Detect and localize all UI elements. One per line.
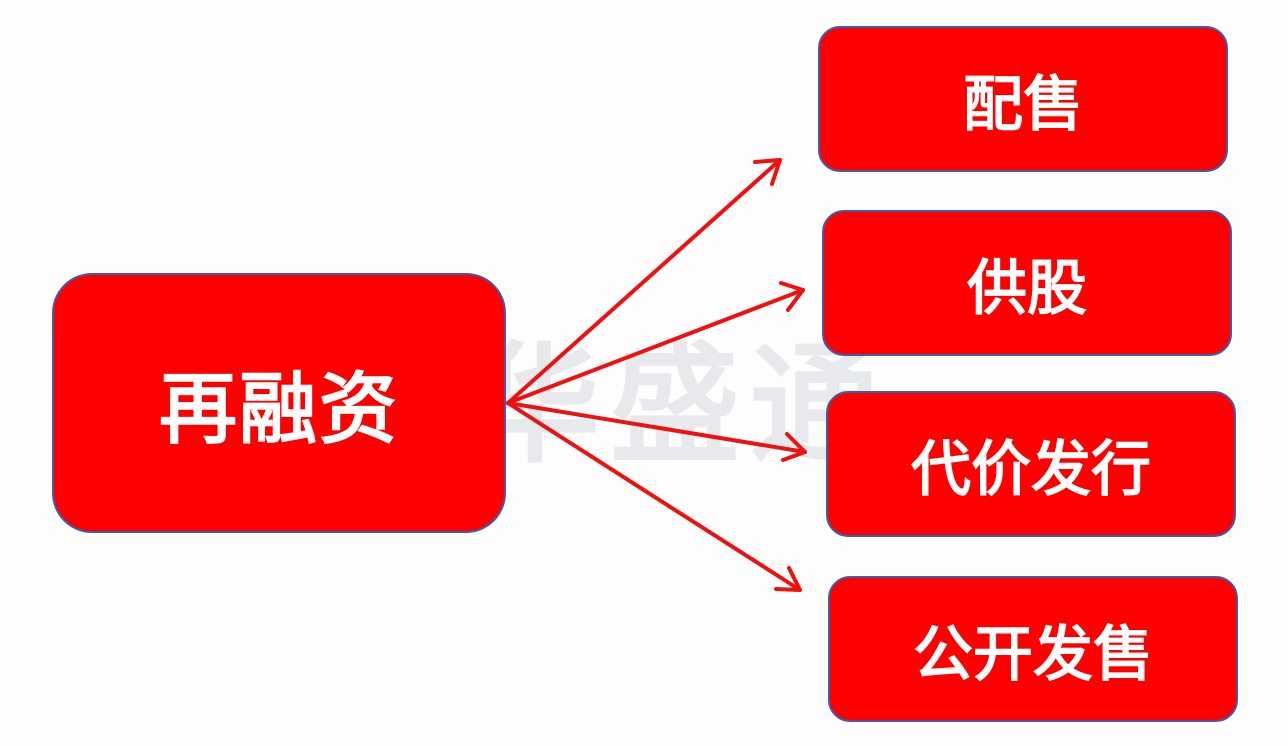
arrow-to-child-1	[506, 158, 782, 405]
child-node-2: 供股	[822, 210, 1232, 356]
root-node: 再融资	[52, 273, 506, 533]
arrow-to-child-2	[506, 281, 805, 405]
watermark: 华盛通	[470, 329, 891, 481]
child-node-3: 代价发行	[826, 391, 1236, 537]
arrow-to-child-4	[506, 401, 802, 592]
child-node-4: 公开发售	[828, 576, 1238, 722]
arrow-to-child-3	[506, 401, 807, 462]
child-node-1: 配售	[818, 26, 1228, 172]
